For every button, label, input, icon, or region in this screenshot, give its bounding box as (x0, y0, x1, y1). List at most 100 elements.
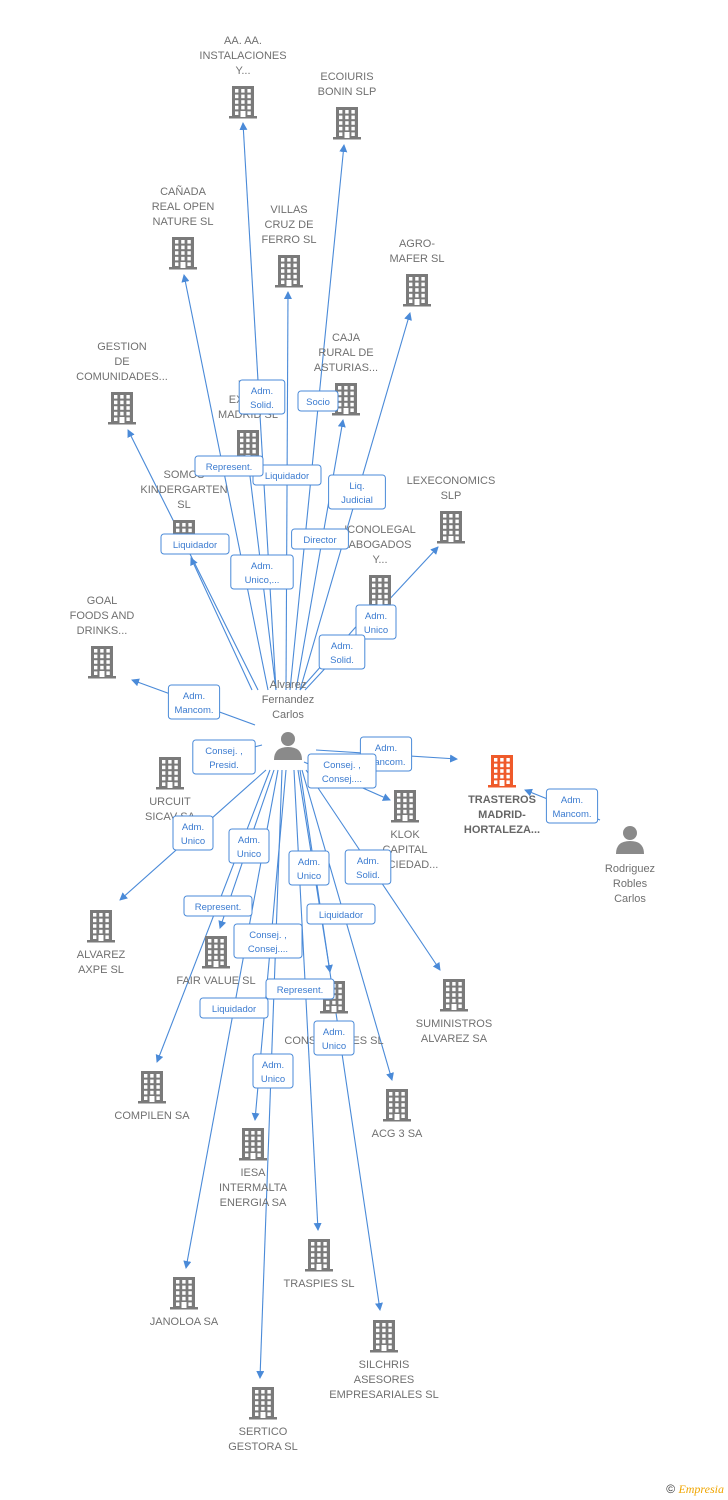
node-compilen[interactable]: COMPILEN SA (114, 1071, 190, 1122)
edge-label-iesa[interactable]: Consej. ,Consej.... (233, 923, 303, 959)
edge-label-sertico[interactable]: Adm.Unico (252, 1053, 294, 1089)
node-label: SLP (441, 490, 462, 502)
edge-label-text: Consej. , (205, 746, 243, 757)
node-label: AGRO- (399, 238, 435, 250)
copyright-symbol: © (666, 1482, 676, 1496)
edge-label-wextr[interactable]: Adm.Unico,... (230, 554, 294, 590)
edge-label-box (306, 903, 376, 925)
node-label: VILLAS (270, 204, 307, 216)
edge-label-alvarezaxpe[interactable]: Adm.Unico (172, 815, 214, 851)
node-label: REAL OPEN (152, 201, 215, 213)
edge-label-text: Adm. (183, 691, 205, 702)
node-traspies[interactable]: TRASPIES SL (284, 1239, 355, 1290)
edge-label-box (160, 533, 230, 555)
node-trasteros[interactable]: TRASTEROSMADRID-HORTALEZA... (464, 755, 540, 836)
building-icon (391, 790, 419, 823)
building-icon (305, 1239, 333, 1272)
node-label: ECOIURIS (320, 71, 373, 83)
edge-label-text: Consej.... (248, 944, 288, 955)
node-label: ACG 3 SA (372, 1128, 423, 1140)
edge-label-text: Represent. (206, 462, 252, 473)
edge-center-to-acg (301, 769, 394, 1081)
edge-label-box (183, 895, 253, 917)
edge-label-text: Liquidador (173, 540, 217, 551)
edge-label-box (318, 634, 366, 670)
edge-label-text: Adm. (365, 611, 387, 622)
node-janoloa[interactable]: JANOLOA SA (150, 1277, 219, 1328)
edge-label-box (194, 455, 264, 477)
building-icon (169, 237, 197, 270)
edge-label-klok[interactable]: Consej. ,Consej.... (307, 753, 377, 789)
node-label: ALVAREZ (77, 949, 126, 961)
edge-label-box (238, 379, 286, 415)
edge-label-fairvalue[interactable]: Represent. (183, 895, 253, 917)
edge-label-janoloa[interactable]: Liquidador (199, 997, 269, 1019)
edge-label-box (328, 474, 386, 510)
building-icon (332, 383, 360, 416)
footer-brand[interactable]: © Empresia (666, 1482, 724, 1497)
edge-label-goal[interactable]: Adm.Mancom. (167, 684, 221, 720)
edge-label-lexeconomics[interactable]: Adm.Unico (355, 604, 397, 640)
node-label: TRASTEROS (468, 794, 536, 806)
edge-label-text: Adm. (298, 857, 320, 868)
edge-label-servicios[interactable]: Liquidador (306, 903, 376, 925)
edge-label-suministros[interactable]: Adm.Solid. (344, 849, 392, 885)
edge-labels-layer: Adm.Solid.LiquidadorLiq.JudicialRepresen… (160, 379, 599, 1089)
edge-label-text: Adm. (357, 856, 379, 867)
edge-label-canada[interactable]: Adm.Solid. (238, 379, 286, 415)
node-agro[interactable]: AGRO-MAFER SL (389, 238, 445, 307)
edge-label-director[interactable]: Director (291, 528, 349, 550)
building-icon (275, 255, 303, 288)
edge-label-box (288, 850, 330, 886)
edge-label-trasteros[interactable]: Adm.Mancom. (545, 788, 599, 824)
node-acg[interactable]: ACG 3 SA (372, 1089, 423, 1140)
node-fairvalue[interactable]: FAIR VALUE SL (176, 936, 256, 987)
building-icon (333, 107, 361, 140)
edge-label-acg[interactable]: Adm.Unico (288, 850, 330, 886)
edge-label-somos[interactable]: Liquidador (160, 533, 230, 555)
edge-label-text: Liq. (349, 481, 364, 492)
edge-label-box (291, 528, 349, 550)
edge-label-urcuit[interactable]: Consej. ,Presid. (192, 739, 256, 775)
edge-label-caja[interactable]: Socio (297, 390, 339, 412)
node-label: Carlos (614, 893, 646, 905)
node-iconolegal[interactable]: ICONOLEGALABOGADOSY... (344, 524, 416, 608)
building-icon (437, 511, 465, 544)
edge-label-iconolegal[interactable]: Adm.Solid. (318, 634, 366, 670)
edge-label-compilen[interactable]: Adm.Unico (228, 828, 270, 864)
node-label: Y... (235, 65, 250, 77)
building-icon (403, 274, 431, 307)
edge-label-agro[interactable]: Liq.Judicial (328, 474, 386, 510)
node-label: RURAL DE (318, 347, 373, 359)
node-label: FERRO SL (261, 234, 316, 246)
edge-label-traspies[interactable]: Represent. (265, 978, 335, 1000)
node-label: CRUZ DE (265, 219, 314, 231)
edge-center-to-caja (295, 419, 346, 691)
node-villas[interactable]: VILLAS CRUZ DE FERRO SL (261, 204, 317, 288)
node-gestion[interactable]: GESTIONDECOMUNIDADES... (76, 341, 168, 425)
edge-label-text: Adm. (182, 822, 204, 833)
node-label: Y... (372, 554, 387, 566)
edge-label-gestion[interactable]: Represent. (194, 455, 264, 477)
building-icon (249, 1387, 277, 1420)
edge-label-silchris[interactable]: Adm.Unico (313, 1020, 355, 1056)
node-aa[interactable]: AA. AA.INSTALACIONESY... (199, 35, 287, 119)
edge-label-text: Represent. (277, 985, 323, 996)
building-icon (156, 757, 184, 790)
node-label: SUMINISTROS (416, 1018, 492, 1030)
node-label: COMUNIDADES... (76, 371, 168, 383)
node-label: DE (114, 356, 129, 368)
